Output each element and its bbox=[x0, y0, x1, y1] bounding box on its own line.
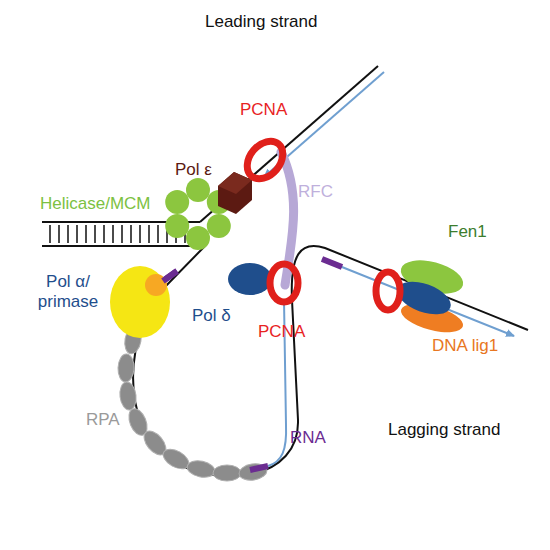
pol-alpha-primase bbox=[110, 266, 170, 338]
rna-primer bbox=[163, 259, 342, 470]
new-dna-strand bbox=[264, 72, 514, 466]
rpa-protein bbox=[118, 381, 137, 411]
rna-primer bbox=[250, 466, 268, 470]
parental-duplex bbox=[50, 225, 185, 243]
pol-alpha-primase bbox=[110, 266, 177, 338]
rna-primer bbox=[322, 259, 342, 267]
pcna-ring bbox=[240, 134, 290, 185]
rna-label: RNA bbox=[290, 428, 326, 448]
helicase-mcm bbox=[165, 190, 189, 214]
protein-label: Pol δ bbox=[192, 306, 231, 326]
protein-label: RFC bbox=[298, 182, 333, 202]
rna-primer bbox=[163, 271, 177, 281]
pcna-ring bbox=[270, 264, 298, 302]
strand-label: Leading strand bbox=[205, 12, 317, 32]
pol-epsilon bbox=[218, 172, 252, 214]
parental-duplex bbox=[42, 245, 205, 247]
rpa-protein bbox=[118, 325, 268, 482]
pcna-ring bbox=[270, 264, 298, 302]
pol-delta bbox=[228, 263, 272, 295]
protein-label: RPA bbox=[86, 410, 120, 430]
fen1-ligase-complex bbox=[376, 254, 467, 338]
rpa-protein bbox=[213, 465, 241, 481]
protein-label: Fen1 bbox=[448, 222, 487, 242]
helicase-mcm bbox=[186, 178, 210, 202]
protein-label: DNA lig1 bbox=[432, 336, 498, 356]
helicase-mcm bbox=[186, 226, 210, 250]
pcna-ring bbox=[240, 134, 290, 185]
protein-label: PCNA bbox=[240, 100, 287, 120]
protein-label: Pol ε bbox=[175, 160, 212, 180]
protein-label: Pol α/ primase bbox=[28, 272, 108, 312]
pol-epsilon bbox=[218, 172, 252, 214]
fen1-ligase-complex bbox=[376, 272, 400, 310]
protein-label: Helicase/MCM bbox=[40, 194, 151, 214]
helicase-mcm bbox=[207, 214, 231, 238]
rpa-protein bbox=[186, 458, 217, 479]
strand-label: Lagging strand bbox=[388, 420, 500, 440]
rpa-protein bbox=[118, 354, 135, 383]
pol-delta bbox=[228, 263, 272, 295]
rpa-protein bbox=[238, 462, 268, 482]
dna-strand bbox=[133, 66, 528, 476]
protein-label: PCNA bbox=[258, 322, 305, 342]
helicase-mcm bbox=[165, 214, 189, 238]
dna-strand bbox=[133, 246, 528, 476]
pol-alpha-primase bbox=[163, 271, 177, 281]
